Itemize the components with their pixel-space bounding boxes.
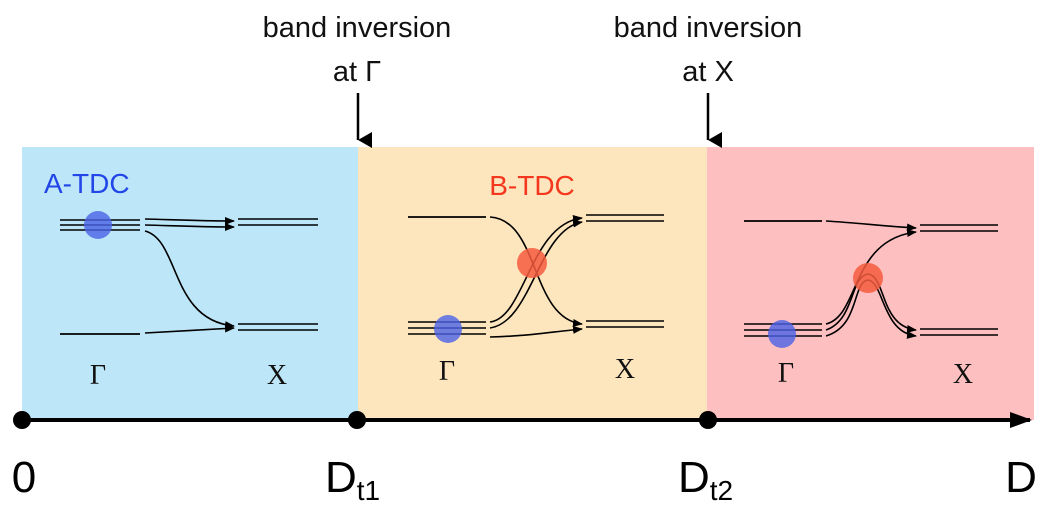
- region-b-background: [358, 147, 707, 420]
- region-c-red-dot: [853, 263, 883, 293]
- region-a-gamma-label: Γ: [90, 360, 106, 391]
- region-b-blue-dot: [434, 315, 462, 343]
- region-c-gamma-label: Γ: [778, 358, 794, 389]
- axis-point-0: [13, 411, 31, 429]
- region-a-label: A-TDC: [44, 168, 130, 199]
- region-a-blue-dot: [84, 211, 112, 239]
- region-b-band-diagram: B-TDC Γ X: [408, 170, 664, 387]
- region-c-band-diagram: Γ X: [744, 220, 998, 390]
- axis-label-dt1: Dt1: [325, 453, 380, 506]
- axis-label-dt2: Dt2: [678, 453, 733, 506]
- inversion-gamma-label-line1: band inversion: [263, 12, 452, 44]
- region-b-label: B-TDC: [489, 170, 575, 201]
- d-axis: 0 Dt1 Dt2 D: [12, 411, 1037, 506]
- region-b-red-dot: [517, 248, 547, 278]
- axis-point-dt2: [699, 411, 717, 429]
- inversion-x-label-line2: at X: [682, 56, 734, 88]
- region-c-x-label: X: [953, 359, 973, 390]
- region-a-x-label: X: [267, 360, 287, 391]
- region-a-background: [22, 147, 358, 420]
- region-b-gamma-label: Γ: [439, 356, 455, 387]
- inversion-x-label-line1: band inversion: [614, 12, 803, 44]
- axis-point-dt1: [348, 411, 366, 429]
- region-c-blue-dot: [768, 320, 796, 348]
- region-a-band-diagram: A-TDC Γ X: [44, 168, 318, 391]
- region-b-x-label: X: [615, 354, 635, 385]
- axis-label-d: D: [1005, 453, 1037, 502]
- axis-label-0: 0: [12, 453, 36, 502]
- inversion-gamma-label-line2: at Γ: [333, 56, 381, 88]
